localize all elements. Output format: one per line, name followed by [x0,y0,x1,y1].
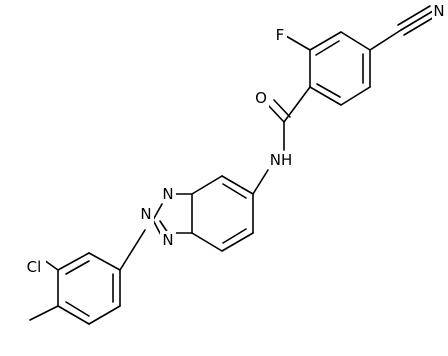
atom-label-triazole-n2: N [140,205,151,223]
bond-ring-a-1 [340,31,371,51]
bond-n-to-aryl [119,229,146,271]
bond-ring-a-5 [340,86,371,106]
bond-nh-to-ring [252,169,269,195]
bond-ring-b-5 [191,175,223,195]
atom-label-n-nitrile: N [433,2,444,20]
atom-label-fluoro: F [276,26,285,44]
bond-ring-b-6 [221,175,254,195]
bond-ring-a-4 [309,86,342,106]
bond-ring-c-1 [88,252,121,271]
bond-carbonyl-double-1 [267,104,285,123]
bond-nitrile-triple-3 [403,15,437,36]
bond-ring-b-6-inner [222,183,247,199]
bond-ring-to-carbonyl [283,86,311,123]
bonds [29,5,437,325]
bond-to-methyl [29,305,59,321]
bond-ring-c-5 [88,305,121,325]
bond-to-fluoro [285,35,311,51]
bond-carbonyl-double-2 [273,99,291,118]
bond-nitrile-triple-1 [400,10,434,31]
bond-triazole-3 [152,203,163,221]
bond-ring-c-4-inner [65,301,90,317]
bond-ring-c-2-inner [65,260,90,275]
atom-label-triazole-n1: N [162,185,173,203]
bond-ring-a-2-inner [315,40,340,56]
bond-to-chloro [43,259,59,271]
bond-nitrile-triple-2 [397,5,431,26]
atom-label-amide-nh: NH [270,151,293,169]
bond-ring-b-2 [221,232,254,252]
bond-ring-a-4-inner [316,83,341,98]
bond-ring-c-4 [57,305,90,325]
bond-ring-c-2 [57,252,90,271]
atom-label-chloro: Cl [27,258,42,276]
atom-label-carbonyl-oxygen: O [255,89,267,107]
bond-ring-b-2-inner [222,228,247,244]
bond-ring-to-nitrile [369,29,402,51]
atom-labels: N F O NH N N N Cl [22,2,446,276]
bond-ring-a-2 [309,31,342,51]
bond-ring-b-3 [191,232,223,252]
atom-label-triazole-n3: N [162,231,173,249]
